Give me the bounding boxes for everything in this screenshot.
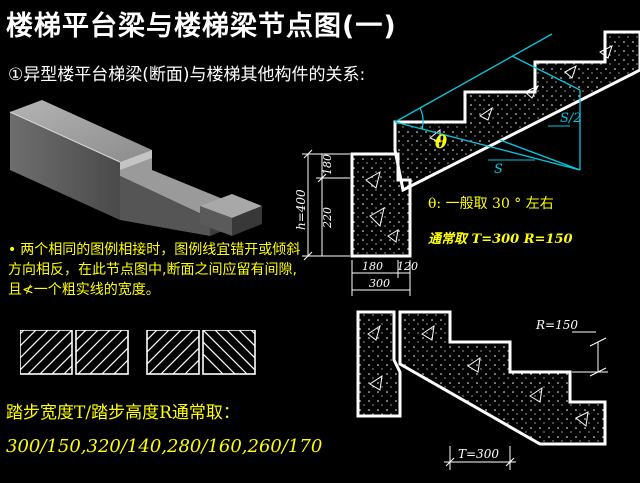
common-note: 通常取 T=300 R=150 bbox=[428, 232, 573, 247]
slope-construction bbox=[394, 33, 581, 171]
legend-cell-2 bbox=[75, 330, 129, 375]
s-half-label: S/2 bbox=[560, 111, 582, 126]
legend-note: •两个相同的图例相接时，图例线宜错开或倾斜方向相反，在此节点图中,断面之间应留有… bbox=[8, 240, 308, 300]
theta-note: θ: 一般取 30 ° 左右 bbox=[428, 196, 554, 212]
beam-3d-render bbox=[9, 100, 262, 236]
lower-stair-diagram: R=150 T=300 bbox=[356, 310, 608, 470]
slope-ticks bbox=[488, 125, 570, 161]
lower-stair-slab bbox=[398, 310, 607, 446]
width-180-label: 180 bbox=[362, 260, 383, 273]
tread-title: 踏步宽度T/踏步高度R通常取： bbox=[6, 403, 240, 423]
theta-label: θ bbox=[435, 132, 447, 153]
legend-cell-4 bbox=[202, 330, 256, 375]
width-120-label: 120 bbox=[397, 260, 418, 273]
note-bullet: • bbox=[8, 242, 17, 258]
legend-cell-3 bbox=[146, 330, 200, 375]
height-180-label: 180 bbox=[321, 154, 334, 175]
upper-stair-diagram: S/2 S θ h=400 180 220 180 120 300 bbox=[294, 30, 640, 296]
height-400-label: h=400 bbox=[294, 189, 308, 230]
note-text: 两个相同的图例相接时，图例线宜错开或倾斜方向相反，在此节点图中,断面之间应留有间… bbox=[8, 242, 301, 298]
lower-hatch-marks bbox=[367, 324, 589, 427]
r-dimension-lines bbox=[572, 331, 608, 377]
page-title: 楼梯平台梁与楼梯梁节点图(一) bbox=[6, 11, 397, 42]
vertical-dimension-lines bbox=[302, 149, 350, 261]
hatch-legend bbox=[20, 330, 256, 375]
legend-cell-1 bbox=[20, 330, 73, 375]
t-dimension-lines bbox=[444, 446, 516, 470]
s-label: S bbox=[494, 162, 503, 177]
height-220-label: 220 bbox=[321, 207, 334, 229]
section-subtitle: ①异型楼平台梯梁(断面)与楼梯其他构件的关系: bbox=[8, 65, 366, 85]
beam-section bbox=[350, 152, 412, 258]
width-300-label: 300 bbox=[369, 277, 390, 290]
t-300-label: T=300 bbox=[458, 447, 499, 461]
tread-values: 300/150,320/140,280/160,260/170 bbox=[6, 436, 323, 457]
r-150-label: R=150 bbox=[535, 318, 578, 332]
lower-beam-section bbox=[356, 310, 402, 418]
horizontal-dimension-lines bbox=[351, 260, 411, 296]
stair-hatch-marks bbox=[429, 45, 613, 143]
stair-slab bbox=[393, 30, 640, 193]
